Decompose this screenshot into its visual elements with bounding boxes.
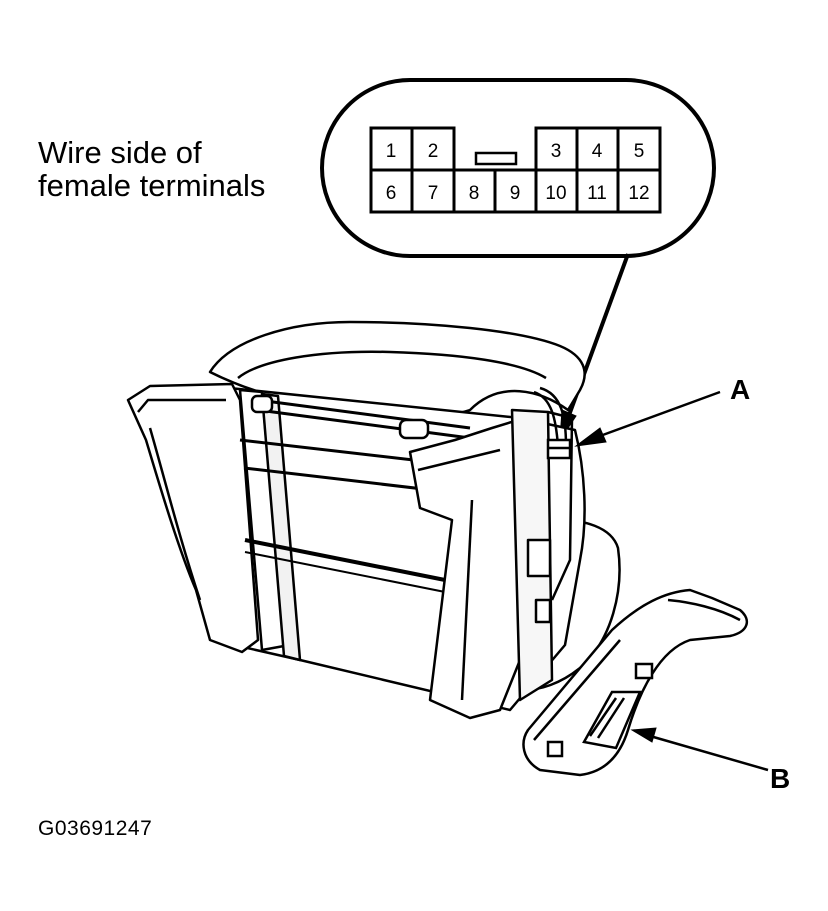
callout-b: B [770, 763, 791, 794]
pin-label: 6 [386, 183, 397, 204]
adjuster-rod [257, 398, 471, 430]
armrest-cover [522, 588, 749, 777]
control-module-b [546, 662, 654, 758]
connector-face [369, 126, 662, 214]
leader-connector [559, 253, 630, 442]
lower-bar [244, 538, 471, 587]
pin-label: 7 [428, 183, 439, 204]
pin-label: 4 [592, 141, 603, 162]
pin-label: 1 [386, 141, 397, 162]
pin-label: 3 [551, 141, 562, 162]
seat-assembly [126, 320, 621, 720]
pin-label: 9 [510, 183, 521, 204]
left-bolster [126, 382, 260, 654]
leader-a [574, 390, 721, 447]
center-frame [260, 392, 302, 662]
figure-code: G03691247 [38, 817, 153, 840]
callout-a: A [730, 374, 751, 405]
connector-pin-labels: 1 2 3 4 5 6 7 8 9 10 11 12 [386, 141, 650, 204]
caption: Wire side of female terminals [38, 136, 265, 202]
pin-label: 11 [587, 183, 607, 204]
right-bolster [408, 418, 532, 720]
connector-a-body [546, 438, 572, 460]
pin-label: 12 [628, 183, 649, 204]
pin-label: 5 [634, 141, 645, 162]
pin-label: 10 [545, 183, 566, 204]
leader-b [630, 727, 769, 772]
caption-line-2: female terminals [38, 168, 266, 203]
pin-label: 2 [428, 141, 439, 162]
caption-line-1: Wire side of [38, 135, 202, 170]
pin-label: 8 [469, 183, 480, 204]
seat-back-inner [237, 350, 547, 380]
